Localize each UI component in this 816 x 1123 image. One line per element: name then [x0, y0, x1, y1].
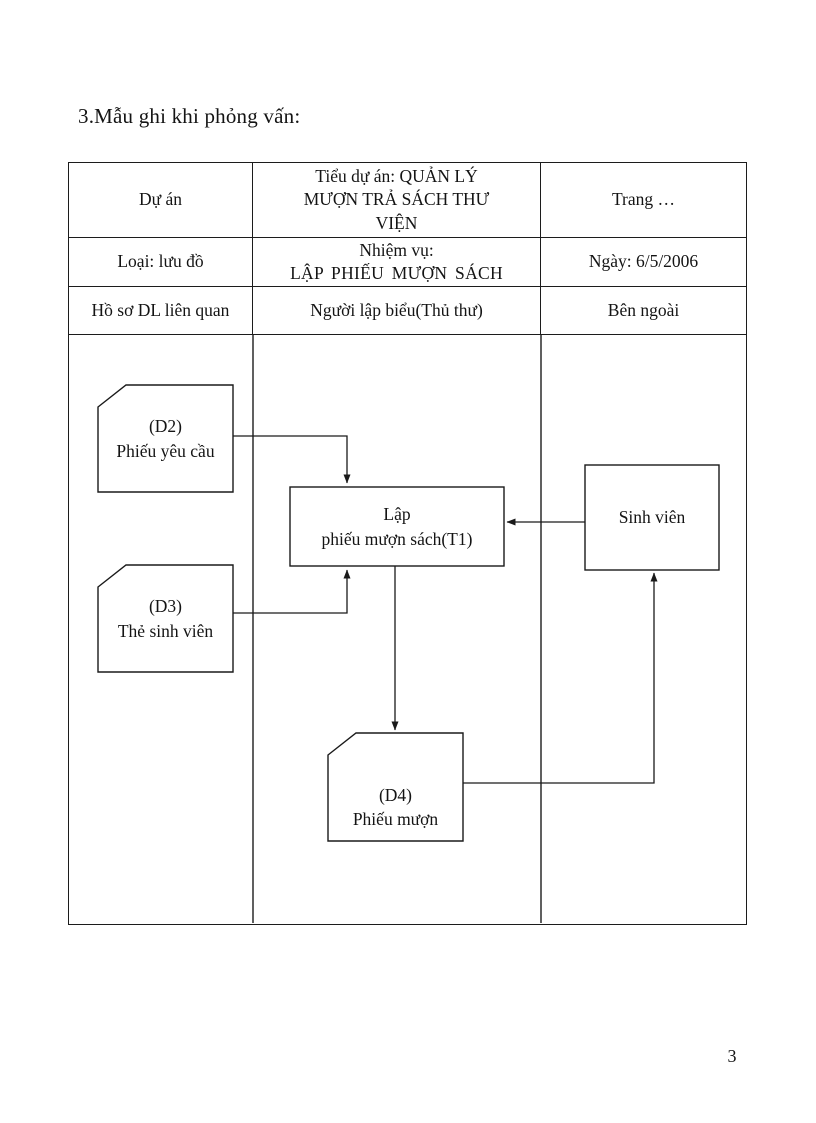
cell-subproject: Tiểu dự án: QUẢN LÝ MƯỢN TRẢ SÁCH THƯ VI… [253, 163, 541, 238]
task-label: Nhiệm vụ: [359, 239, 434, 260]
arrow-d3-to-process [233, 569, 351, 614]
d4-text: Phiếu mượn [352, 808, 439, 829]
d3-id: (D3) [148, 596, 183, 617]
arrow-d2-to-process [233, 435, 351, 484]
cell-page-ref: Trang … [541, 163, 746, 238]
page-ref-text: Trang … [611, 189, 676, 210]
external-text: Bên ngoài [607, 299, 680, 320]
related-files-text: Hồ sơ DL liên quan [91, 299, 230, 320]
date-text: Ngày: 6/5/2006 [588, 251, 699, 272]
d2-label: (D2) Phiếu yêu cầu [98, 385, 233, 492]
project-label: Dự án [138, 189, 182, 210]
d4-label: (D4) Phiếu mượn [328, 733, 463, 841]
flow-diagram-canvas [97, 335, 720, 923]
interview-form-table: Dự án Tiểu dự án: QUẢN LÝ MƯỢN TRẢ SÁCH … [68, 162, 747, 925]
d2-text: Phiếu yêu cầu [116, 440, 215, 461]
section-heading: 3.Mẫu ghi khi phỏng vấn: [78, 104, 301, 128]
type-text: Loại: lưu đồ [117, 251, 204, 272]
process-line2: phiếu mượn sách(T1) [321, 528, 473, 549]
d3-text: Thẻ sinh viên [117, 620, 214, 641]
cell-external: Bên ngoài [541, 287, 746, 335]
author-text: Người lập biểu(Thủ thư) [310, 299, 483, 320]
d3-document-shape [97, 564, 234, 673]
external-entity-label: Sinh viên [585, 465, 719, 570]
cell-type: Loại: lưu đồ [69, 238, 253, 287]
arrow-d4-to-student [463, 572, 658, 784]
d3-label: (D3) Thẻ sinh viên [98, 565, 233, 672]
d2-id: (D2) [148, 416, 183, 437]
d4-id: (D4) [378, 784, 413, 805]
process-label: Lập phiếu mượn sách(T1) [290, 487, 504, 566]
external-entity-text: Sinh viên [618, 507, 686, 528]
flow-diagram-area: (D2) Phiếu yêu cầu (D3) Thẻ sinh viên Lậ… [69, 335, 746, 924]
subproject-text: Tiểu dự án: QUẢN LÝ MƯỢN TRẢ SÁCH THƯ VI… [303, 166, 490, 233]
cell-author: Người lập biểu(Thủ thư) [253, 287, 541, 335]
cell-task: Nhiệm vụ: LẬP PHIẾU MƯỢN SÁCH [253, 238, 541, 287]
page-number: 3 [727, 1046, 737, 1066]
process-box-shape [289, 486, 505, 567]
cell-date: Ngày: 6/5/2006 [541, 238, 746, 287]
d4-document-shape [327, 732, 464, 842]
external-entity-shape [584, 464, 720, 571]
process-line1: Lập [383, 504, 411, 525]
cell-related-files: Hồ sơ DL liên quan [69, 287, 253, 335]
task-value: LẬP PHIẾU MƯỢN SÁCH [290, 263, 503, 283]
cell-project: Dự án [69, 163, 253, 238]
d2-document-shape [97, 384, 234, 493]
